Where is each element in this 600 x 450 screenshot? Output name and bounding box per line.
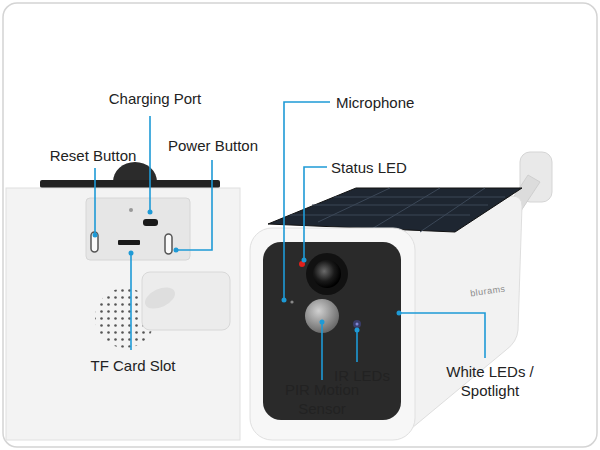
part-label: White LEDs / Spotlight — [435, 362, 545, 400]
part-label: TF Card Slot — [78, 356, 188, 375]
part-label: Status LED — [331, 158, 451, 177]
part-label: Charging Port — [100, 89, 210, 108]
part-label: Reset Button — [28, 146, 158, 165]
part-label: Microphone — [336, 93, 456, 112]
part-label: Power Button — [150, 136, 276, 155]
part-label: PIR Motion Sensor — [262, 380, 382, 418]
part-label: IR LEDs — [327, 366, 397, 385]
